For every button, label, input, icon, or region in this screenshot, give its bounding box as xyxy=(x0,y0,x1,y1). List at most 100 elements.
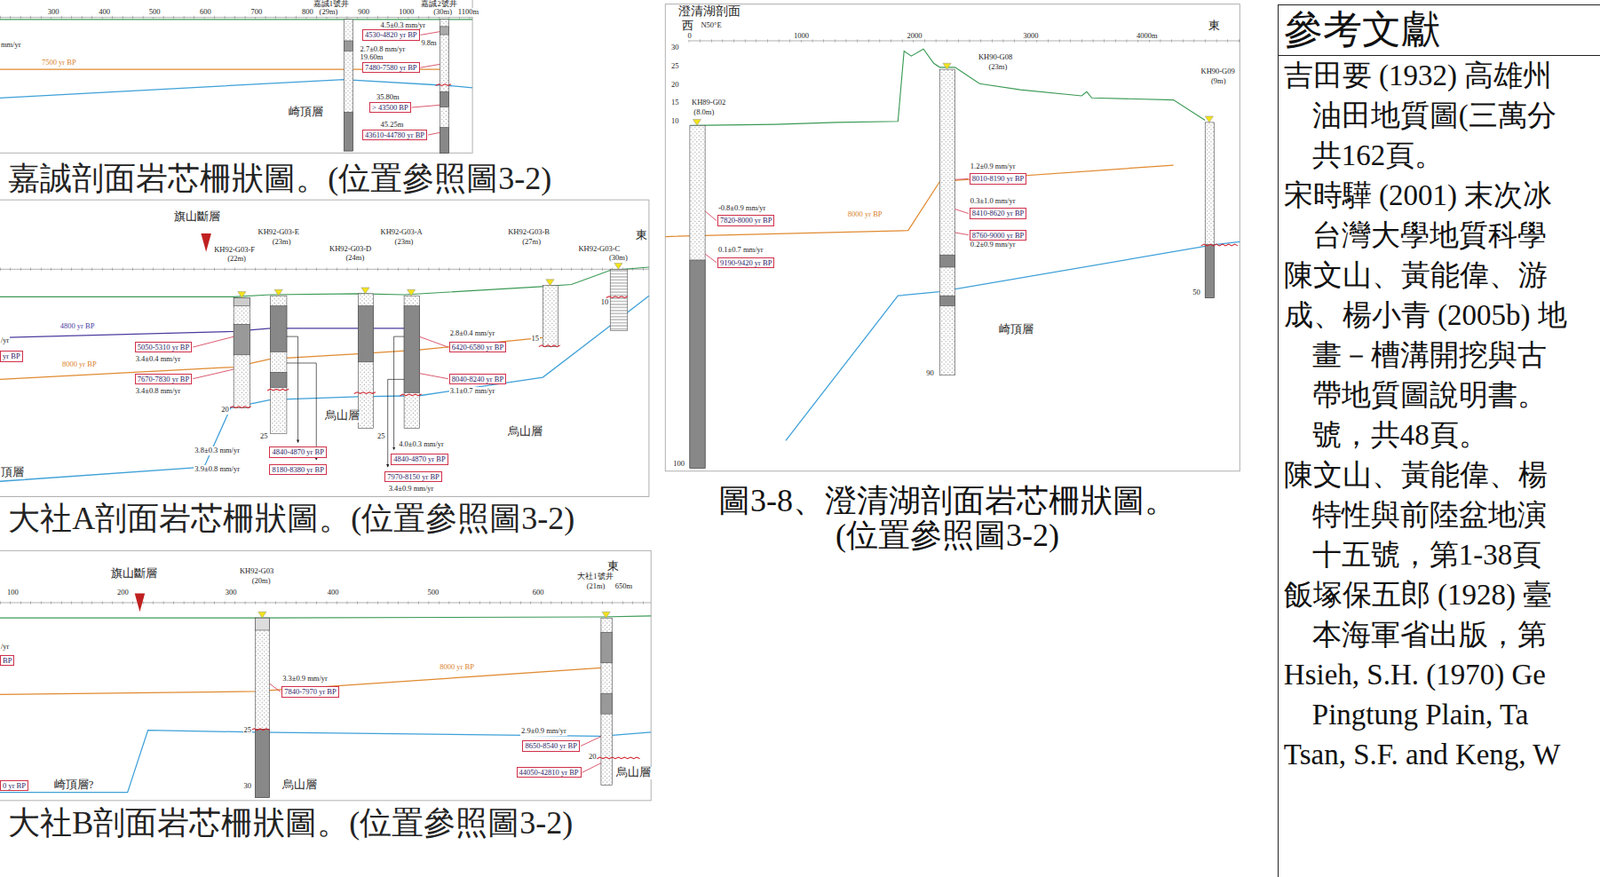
core-column xyxy=(233,297,250,306)
date-text: 4840-4870 yr BP xyxy=(393,454,446,464)
core-column xyxy=(601,617,613,785)
core-column xyxy=(689,260,705,468)
distance-ruler xyxy=(689,39,1241,41)
date-box: 44050-42810 yr BP xyxy=(516,767,582,778)
date-box: BP xyxy=(0,655,15,666)
core-column xyxy=(439,127,449,154)
reference-line: 成、楊小青 (2005b) 地 xyxy=(1278,295,1600,336)
annotation-label: 0.2±0.9 mm/yr xyxy=(969,240,1017,249)
core-column xyxy=(270,306,287,353)
core-column xyxy=(601,693,613,714)
fault-marker xyxy=(200,233,211,253)
leader-line xyxy=(955,232,969,236)
panel-frame xyxy=(0,199,650,497)
unconformity-line xyxy=(596,757,640,760)
annotation-label: 1.2±0.9 mm/yr xyxy=(969,162,1017,171)
annotation-label: KH92-G03 xyxy=(238,567,275,576)
leader-line xyxy=(427,132,440,135)
annotation-label: 2.8±0.4 mm/yr xyxy=(449,329,497,338)
reference-line: 共162頁。 xyxy=(1278,135,1600,176)
annotation-label: (30m) xyxy=(608,253,629,262)
core-column xyxy=(609,269,628,331)
fault-marker xyxy=(134,594,145,613)
annotation-label: 崎頂層 xyxy=(287,106,325,119)
reference-line: 宋時驊 (2001) 末次冰 xyxy=(1278,175,1600,216)
annotation-label: 600 xyxy=(531,588,546,597)
annotation-label: 2.7±0.8 mm/yr xyxy=(359,45,407,54)
annotation-label: 4.0±0.3 mm/yr xyxy=(397,440,445,449)
annotation-label: 頂層 xyxy=(0,467,25,480)
unconformity-line xyxy=(251,728,270,731)
core-column xyxy=(542,285,558,348)
unconformity-line xyxy=(606,296,628,299)
annotation-label: 澄清湖剖面 xyxy=(677,4,742,18)
annotation-label: 100 xyxy=(672,459,686,468)
date-box: 0 yr BP xyxy=(0,780,29,792)
core-column xyxy=(403,306,420,394)
sample-arrow xyxy=(394,336,404,451)
core-column xyxy=(357,293,373,429)
annotation-label: 8000 yr BP xyxy=(847,210,884,219)
annotation-label: 35.80m xyxy=(375,93,401,102)
leader-line xyxy=(411,104,441,108)
annotation-label: 100 xyxy=(6,588,20,597)
sample-arrow xyxy=(286,363,317,460)
annotation-label: KH92-G03-A xyxy=(380,228,424,237)
date-box: 5050-5310 yr BP xyxy=(134,341,193,353)
leader-line xyxy=(955,178,969,181)
annotation-label: 400 xyxy=(97,7,111,16)
date-box: 8180-8380 yr BP xyxy=(269,464,327,476)
annotation-label: /yr xyxy=(0,336,10,345)
unconformity-line xyxy=(400,394,422,397)
annotation-label: 200 xyxy=(116,588,130,597)
core-column xyxy=(601,632,613,663)
annotation-label: 800 xyxy=(300,7,315,16)
core-column xyxy=(1204,122,1214,299)
date-box: 7970-8150 yr BP xyxy=(384,471,443,483)
annotation-label: 旗山斷層 xyxy=(173,211,222,224)
horizon-line xyxy=(785,241,1240,441)
annotation-label: 1100m xyxy=(457,7,480,16)
annotation-label: 30 xyxy=(670,43,681,52)
annotation-label: 25 xyxy=(259,432,270,441)
annotation-label: 15 xyxy=(530,334,541,343)
annotation-label: 10 xyxy=(600,298,610,307)
annotation-label: (20m) xyxy=(251,577,272,586)
core-column xyxy=(343,111,353,151)
annotation-label: 崎頂層 xyxy=(998,324,1035,337)
annotation-label: 烏山層 xyxy=(324,410,361,423)
core-column xyxy=(343,40,353,51)
annotation-label: 50 xyxy=(1191,288,1202,297)
leader-line xyxy=(419,373,448,380)
leader-line xyxy=(955,209,969,214)
unconformity-line xyxy=(538,345,561,348)
reference-line: Hsieh, S.H. (1970) Ge xyxy=(1278,655,1600,696)
reference-line: 本海軍省出版，第 xyxy=(1278,615,1600,656)
distance-ruler xyxy=(0,17,1240,603)
fault-marker xyxy=(134,233,212,612)
date-text: 8760-9000 yr BP xyxy=(972,230,1025,240)
leader-line xyxy=(192,336,234,348)
annotation-label: 7500 yr BP xyxy=(40,58,78,67)
date-text: 6420-6580 yr BP xyxy=(451,342,505,352)
date-box: 8010-8190 yr BP xyxy=(969,173,1028,184)
core-column xyxy=(270,295,287,434)
annotation-label: KH92-G03-D xyxy=(328,245,373,254)
core-column xyxy=(939,254,955,268)
horizon-line xyxy=(0,69,1240,793)
annotation-label: 0.1±0.7 mm/yr xyxy=(717,245,765,254)
date-box: 43610-44780 yr BP xyxy=(362,129,428,141)
annotation-label: 600 xyxy=(198,7,213,16)
annotation-label: -0.8±0.9 mm/yr xyxy=(717,204,768,213)
annotation-label: 3.4±0.8 mm/yr xyxy=(134,387,183,396)
annotation-label: 烏山層 xyxy=(506,426,544,439)
annotation-label: 700 xyxy=(250,7,264,16)
annotation-label: mm/yr xyxy=(0,40,23,49)
core-column xyxy=(254,728,270,798)
distance-ruler xyxy=(0,268,650,271)
core-column xyxy=(233,19,1214,799)
ground-surface xyxy=(0,616,651,618)
annotation-label: 500 xyxy=(426,588,440,597)
annotation-label: 3.8±0.3 mm/yr xyxy=(193,446,241,455)
